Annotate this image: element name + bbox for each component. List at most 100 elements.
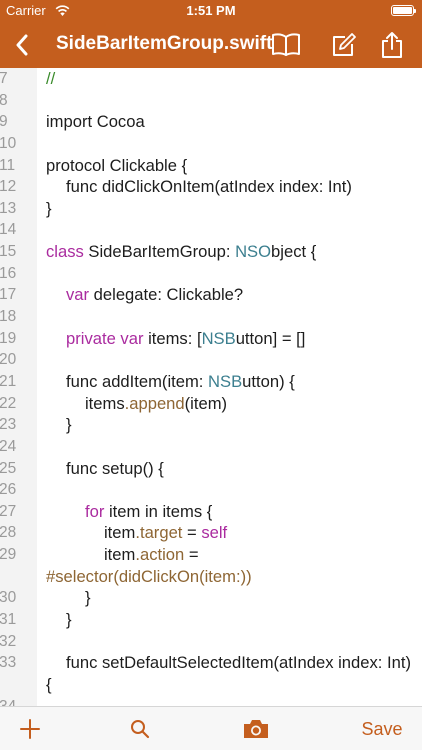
carrier-label: Carrier [6, 3, 46, 18]
line-text: } [66, 610, 72, 630]
line-number: 16 [0, 264, 17, 282]
line-text: private var items: [NSButton] = [] [46, 328, 418, 350]
line-number: 24 [0, 437, 17, 455]
code-token: item in items { [104, 501, 213, 521]
line-number: 27 [0, 502, 17, 520]
code-line: 16 [0, 263, 422, 285]
code-line: 7 // [0, 68, 422, 90]
line-text: func setDefaultSelectedItem(atIndex inde… [46, 653, 411, 694]
line-text: func setup() { [66, 458, 164, 478]
line-text: protocol Clickable { [46, 155, 188, 175]
code-line: 11 protocol Clickable { [0, 155, 422, 177]
line-text: for item in items { [46, 501, 418, 523]
line-number: 15 [0, 243, 17, 261]
code-token: func addItem(item: [66, 371, 209, 391]
code-token: = [182, 523, 202, 543]
keyword-token: for [85, 501, 105, 521]
add-button[interactable] [12, 707, 48, 751]
line-number: 18 [0, 308, 17, 326]
save-button[interactable]: Save [361, 718, 403, 739]
line-text: } [85, 588, 91, 608]
camera-button[interactable] [236, 707, 276, 751]
line-number: 17 [0, 286, 17, 304]
line-number: 26 [0, 481, 17, 499]
plus-icon [20, 719, 40, 739]
line-number: 29 [0, 546, 17, 564]
code-line: 26 [0, 479, 422, 501]
compose-icon [333, 33, 356, 56]
keyword-token: class [46, 242, 84, 262]
chevron-left-icon [16, 34, 28, 56]
line-number: 23 [0, 416, 17, 434]
file-title: SideBarItemGroup.swift [56, 33, 273, 54]
code-line: 27 for item in items { [0, 501, 422, 523]
search-icon [131, 720, 150, 739]
line-text: func addItem(item: NSButton) { [46, 371, 418, 393]
keyword-token: self [201, 523, 228, 543]
line-number: 31 [0, 611, 17, 629]
code-token: item [104, 545, 136, 565]
code-line: 8 [0, 90, 422, 112]
code-line: 25 func setup() { [0, 458, 422, 480]
search-button[interactable] [122, 707, 158, 751]
bookmarks-button[interactable] [268, 22, 304, 68]
code-line: 20 [0, 349, 422, 371]
code-line: 24 [0, 436, 422, 458]
code-line: 18 [0, 306, 422, 328]
line-number: 7 [0, 70, 8, 87]
type-token: NSB [201, 328, 236, 348]
battery-level [393, 7, 412, 14]
line-number: 13 [0, 199, 17, 217]
line-text: } [46, 198, 52, 218]
code-line: 14 [0, 219, 422, 241]
line-number: 8 [0, 91, 8, 109]
line-number: 30 [0, 589, 17, 607]
comment-token: // [46, 69, 56, 88]
share-button[interactable] [374, 22, 410, 68]
code-line: 13} [0, 198, 422, 220]
member-token: .target [135, 523, 183, 543]
line-text: var delegate: Clickable? [46, 284, 418, 306]
line-number: 10 [0, 134, 17, 152]
line-number-gutter [0, 68, 37, 706]
code-token: (item) [184, 393, 228, 413]
code-editor[interactable]: 7 // 8 9 import Cocoa 10 11 protocol Clicka… [0, 68, 422, 706]
line-text: items.append(item) [46, 393, 418, 415]
code-token: delegate: Clickable? [89, 285, 244, 305]
code-lines: 7 // 8 9 import Cocoa 10 11 protocol Clicka… [0, 68, 422, 706]
share-icon [382, 32, 402, 58]
code-token: items: [ [143, 328, 202, 348]
line-number: 28 [0, 524, 17, 542]
code-token: bject { [271, 242, 317, 262]
line-text: import Cocoa [46, 112, 145, 132]
code-token: utton] = [] [235, 328, 306, 348]
line-number: 9 [0, 113, 8, 131]
edit-button[interactable] [326, 22, 362, 68]
line-text: // [46, 68, 418, 90]
code-line: 32 [0, 631, 422, 653]
code-line: 23} [0, 414, 422, 436]
line-number: 25 [0, 459, 17, 477]
top-bar: Carrier 1:51 PM SideBarItemGroup.swift [0, 0, 422, 68]
code-line: 17 var delegate: Clickable? [0, 284, 422, 306]
line-text: } [66, 415, 72, 435]
line-number: 14 [0, 221, 17, 239]
camera-icon [244, 720, 268, 738]
code-token: item [104, 523, 136, 543]
code-line: 30} [0, 587, 422, 609]
line-number: 11 [0, 156, 16, 174]
battery-icon [391, 5, 416, 16]
book-icon [272, 33, 300, 56]
line-number: 32 [0, 632, 17, 650]
keyword-token: private var [66, 328, 144, 348]
type-token: NSB [208, 371, 243, 391]
code-token: utton) { [242, 371, 295, 391]
code-token: = [184, 545, 199, 565]
back-button[interactable] [4, 22, 40, 68]
